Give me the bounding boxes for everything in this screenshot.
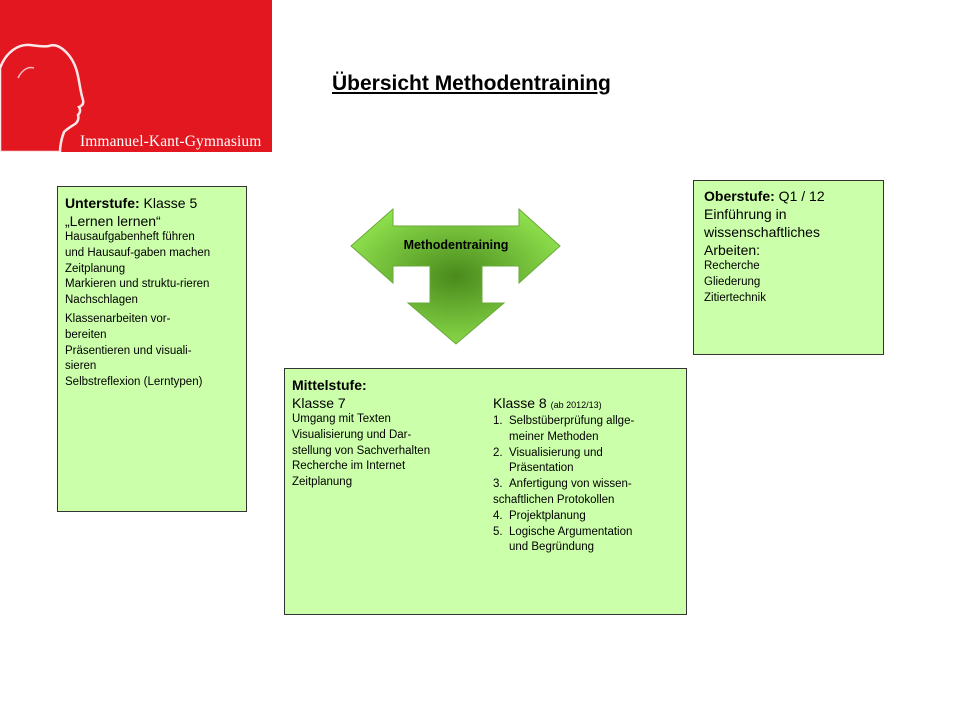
page-title: Übersicht Methodentraining bbox=[332, 72, 611, 95]
item-continuation: schaftlichen Protokollen bbox=[493, 493, 615, 506]
list-item: Umgang mit Texten bbox=[292, 413, 391, 425]
mittelstufe-klasse7-column: Mittelstufe: Klasse 7 Umgang mit Texten … bbox=[292, 376, 430, 491]
mittelstufe-klasse8-column: Klasse 8 (ab 2012/13) 1. Selbstüberprüfu… bbox=[493, 394, 634, 556]
unterstufe-motto: „Lernen lernen“ bbox=[65, 213, 161, 229]
three-way-arrow-icon bbox=[350, 207, 561, 345]
item-number: 1. bbox=[493, 415, 503, 427]
klasse8-heading: Klasse 8 (ab 2012/13) bbox=[493, 394, 634, 414]
unterstufe-label: Unterstufe: bbox=[65, 195, 140, 211]
list-item: sieren bbox=[65, 360, 97, 373]
numbered-item: 5. Logische Argumentation und Begründung bbox=[493, 525, 634, 557]
list-item: Recherche bbox=[704, 260, 760, 272]
list-item: und Hausauf-gaben machen bbox=[65, 246, 211, 259]
oberstufe-topic-line: wissenschaftliches bbox=[704, 224, 820, 240]
oberstufe-topic-line: Arbeiten: bbox=[704, 242, 761, 258]
oberstufe-heading: Oberstufe: Q1 / 12 bbox=[704, 187, 883, 205]
oberstufe-box: Oberstufe: Q1 / 12 Einführung in wissens… bbox=[693, 180, 884, 355]
logo-text: Immanuel-Kant-Gymnasium bbox=[80, 133, 262, 150]
arrow-label: Methodentraining bbox=[403, 238, 509, 252]
list-item: Zeitplanung bbox=[292, 476, 353, 489]
item-number: 3. bbox=[493, 478, 503, 491]
item-line: Selbstüberprüfung allge- bbox=[509, 415, 635, 427]
numbered-item: 3. Anfertigung von wissen- bbox=[493, 477, 634, 493]
list-item: Recherche im Internet bbox=[292, 460, 406, 473]
mittelstufe-box: Mittelstufe: Klasse 7 Umgang mit Texten … bbox=[284, 368, 687, 615]
item-number: 5. bbox=[493, 525, 503, 538]
unterstufe-box: Unterstufe: Klasse 5 „Lernen lernen“ Hau… bbox=[57, 186, 247, 512]
list-item: Nachschlagen bbox=[65, 294, 138, 307]
item-number: 4. bbox=[493, 509, 503, 522]
item-line: Projektplanung bbox=[509, 509, 586, 522]
item-line: Präsentation bbox=[509, 462, 574, 475]
list-item: Präsentieren und visuali- bbox=[65, 344, 192, 357]
numbered-item: 4. Projektplanung bbox=[493, 509, 634, 525]
item-line: meiner Methoden bbox=[509, 430, 599, 443]
item-line: Visualisierung und bbox=[509, 446, 603, 459]
kant-profile-silhouette-icon bbox=[0, 43, 85, 152]
unterstufe-heading: Unterstufe: Klasse 5 bbox=[65, 194, 246, 212]
list-item: Zeitplanung bbox=[65, 262, 126, 275]
list-item: Markieren und struktu-rieren bbox=[65, 278, 210, 291]
list-item: bereiten bbox=[65, 328, 107, 341]
list-item: Zitiertechnik bbox=[704, 291, 766, 304]
item-line: Logische Argumentation bbox=[509, 525, 633, 538]
item-line: Anfertigung von wissen- bbox=[509, 478, 632, 491]
methodentraining-arrow: Methodentraining bbox=[350, 207, 562, 351]
list-item: stellung von Sachverhalten bbox=[292, 444, 431, 457]
numbered-item: 1. Selbstüberprüfung allge- meiner Metho… bbox=[493, 414, 634, 446]
oberstufe-grade: Q1 / 12 bbox=[774, 188, 825, 204]
numbered-item: 2. Visualisierung und Präsentation bbox=[493, 446, 634, 478]
item-number: 2. bbox=[493, 446, 503, 459]
klasse8-note: (ab 2012/13) bbox=[550, 400, 602, 410]
mittelstufe-label: Mittelstufe: bbox=[292, 377, 367, 393]
list-item: Selbstreflexion (Lerntypen) bbox=[65, 376, 203, 389]
oberstufe-label: Oberstufe: bbox=[704, 188, 775, 204]
school-logo: Immanuel-Kant-Gymnasium bbox=[0, 0, 272, 152]
klasse7-title: Klasse 7 bbox=[292, 395, 346, 411]
oberstufe-topic-line: Einführung in bbox=[704, 206, 787, 222]
item-line: und Begründung bbox=[509, 541, 595, 554]
unterstufe-grade: Klasse 5 bbox=[139, 195, 198, 211]
klasse8-title: Klasse 8 bbox=[493, 395, 551, 411]
list-item: Gliederung bbox=[704, 275, 761, 288]
list-item: Visualisierung und Dar- bbox=[292, 428, 412, 441]
list-item: Hausaufgabenheft führen bbox=[65, 231, 195, 243]
list-item: Klassenarbeiten vor- bbox=[65, 312, 171, 325]
